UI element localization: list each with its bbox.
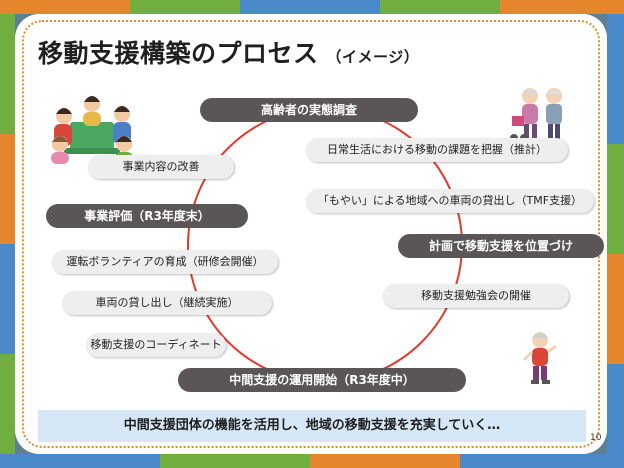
border-stripe xyxy=(0,244,15,354)
border-stripe xyxy=(240,0,380,14)
step-evaluation: 事業評価（R3年度末） xyxy=(46,204,248,228)
border-stripe xyxy=(0,134,15,244)
page-title: 移動支援構築のプロセス （イメージ） xyxy=(38,34,419,70)
step-grasp: 日常生活における移動の課題を把握（推計） xyxy=(306,138,568,162)
border-stripe xyxy=(500,0,624,14)
step-start: 中間支援の運用開始（R3年度中） xyxy=(178,368,466,392)
summary-banner: 中間支援団体の機能を活用し、地域の移動支援を充実していく… xyxy=(38,410,586,442)
step-study: 移動支援勉強会の開催 xyxy=(383,284,569,308)
step-vehicle: 車両の貸し出し（継続実施） xyxy=(62,291,272,315)
elderly-couple-illustration xyxy=(510,88,562,142)
step-improve: 事業内容の改善 xyxy=(88,155,234,179)
border-stripe xyxy=(0,354,15,454)
step-volunteer: 運転ボランティアの育成（研修会開催） xyxy=(52,250,278,274)
title-text: 移動支援構築のプロセス xyxy=(38,39,319,68)
border-stripe xyxy=(0,454,160,468)
border-stripe xyxy=(607,364,624,454)
page-number: 10 xyxy=(590,433,602,443)
border-stripe xyxy=(0,14,15,134)
border-stripe xyxy=(130,0,240,14)
elderly-woman-illustration xyxy=(522,332,557,384)
dotted-frame xyxy=(22,20,600,448)
step-plan: 計画で移動支援を位置づけ xyxy=(398,234,604,258)
border-stripe xyxy=(607,144,624,254)
step-survey: 高齢者の実態調査 xyxy=(200,98,418,122)
border-stripe xyxy=(380,0,500,14)
border-stripe xyxy=(160,454,310,468)
border-stripe xyxy=(460,454,624,468)
step-coordinate: 移動支援のコーディネート xyxy=(86,333,226,357)
step-lending: 「もやい」による地域への車両の貸出し（TMF支援） xyxy=(306,189,594,213)
border-stripe xyxy=(0,0,130,14)
border-stripe xyxy=(607,254,624,364)
meeting-people-illustration xyxy=(51,96,133,164)
border-stripe xyxy=(607,14,624,144)
title-subtitle: （イメージ） xyxy=(326,48,420,66)
border-stripe xyxy=(310,454,460,468)
